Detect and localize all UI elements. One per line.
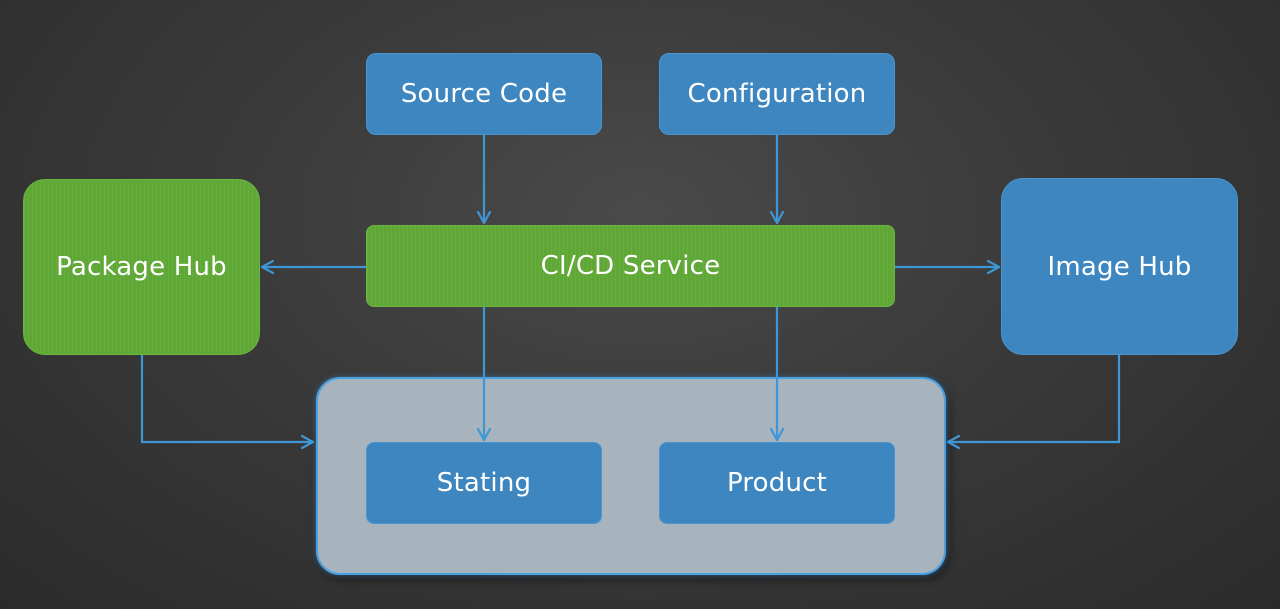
node-source-code: Source Code bbox=[366, 53, 602, 135]
node-configuration: Configuration bbox=[659, 53, 895, 135]
node-cicd-service-label: CI/CD Service bbox=[540, 251, 721, 281]
node-package-hub: Package Hub bbox=[23, 179, 260, 355]
node-image-hub-label: Image Hub bbox=[1047, 251, 1192, 282]
node-image-hub: Image Hub bbox=[1001, 178, 1238, 355]
node-package-hub-label: Package Hub bbox=[56, 252, 227, 282]
node-product: Product bbox=[659, 442, 895, 524]
node-stating-label: Stating bbox=[436, 468, 532, 498]
node-source-code-label: Source Code bbox=[400, 79, 568, 109]
edge-package-hub-to-environment bbox=[140, 355, 313, 442]
node-cicd-service: CI/CD Service bbox=[366, 225, 895, 307]
node-configuration-label: Configuration bbox=[687, 79, 867, 109]
edge-image-hub-to-environment bbox=[948, 355, 1121, 442]
node-stating: Stating bbox=[366, 442, 602, 524]
node-product-label: Product bbox=[726, 468, 828, 498]
